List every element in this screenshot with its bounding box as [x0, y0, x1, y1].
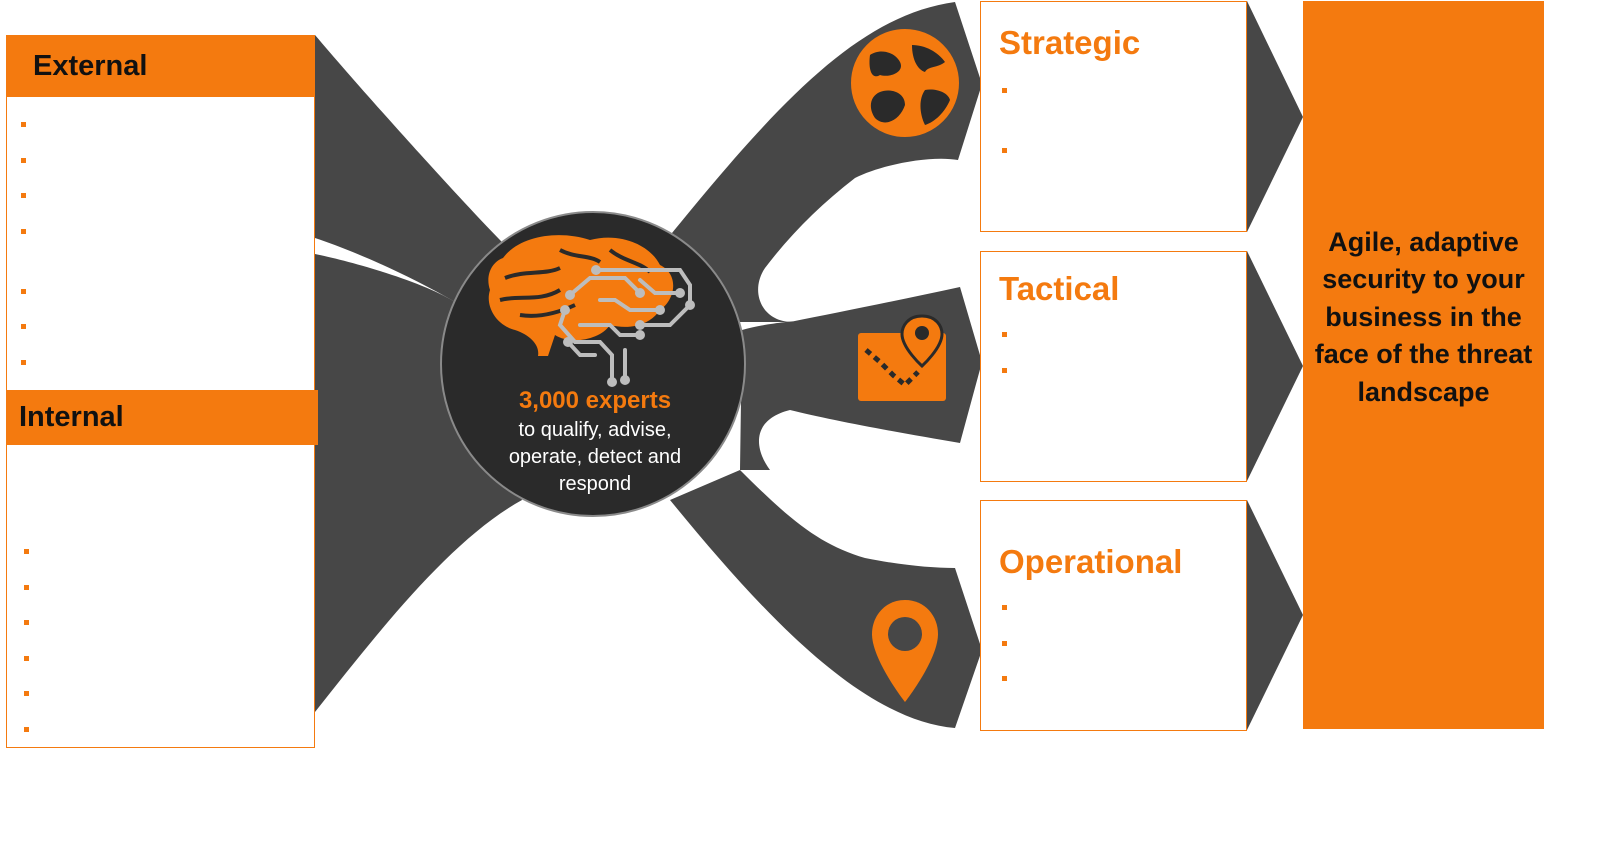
operational-flow	[670, 470, 982, 728]
result-text: Agile, adaptive security to your busines…	[1314, 226, 1533, 407]
external-flow	[315, 35, 505, 302]
external-panel	[6, 96, 315, 396]
strategic-box: Strategic	[980, 1, 1247, 232]
internal-panel	[6, 443, 315, 748]
hub-text: 3,000 experts to qualify, advise, operat…	[470, 385, 720, 498]
strategic-title: Strategic	[999, 24, 1141, 61]
strategic-arrow	[1247, 1, 1303, 232]
map-pin-icon	[858, 314, 946, 401]
globe-icon	[851, 29, 959, 137]
hub-headline: 3,000 experts	[518, 387, 672, 414]
operational-box: Operational	[980, 500, 1247, 731]
operational-title: Operational	[999, 543, 1183, 580]
location-pin-icon	[872, 600, 938, 702]
tactical-title: Tactical	[999, 270, 1120, 307]
result-panel: Agile, adaptive security to your busines…	[1303, 1, 1544, 729]
internal-header: Internal	[6, 390, 318, 445]
hub-subtext: to qualify, advise, operate, detect and …	[508, 419, 682, 495]
external-title: External	[33, 49, 148, 82]
external-header: External	[6, 35, 315, 97]
operational-arrow	[1247, 500, 1303, 730]
tactical-box: Tactical	[980, 251, 1247, 482]
brain-circuit-icon	[488, 235, 695, 387]
internal-title: Internal	[19, 401, 124, 433]
tactical-arrow	[1247, 251, 1303, 481]
